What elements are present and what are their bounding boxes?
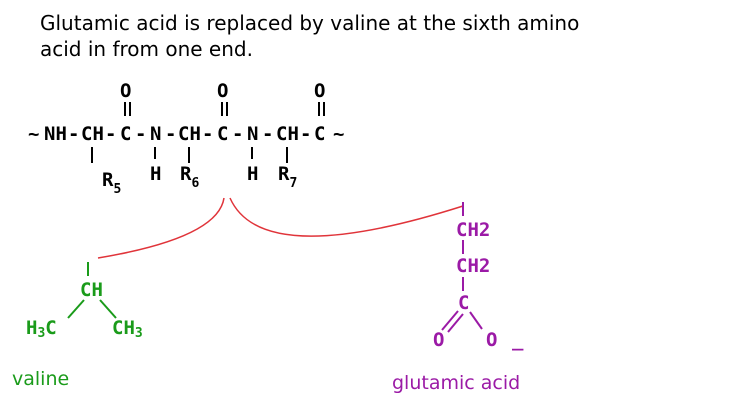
bond-vertical [286,147,288,163]
glutamic-acid-side-chain: CH2 CH2 C O O _ glutamic acid [392,202,524,393]
atom-c-1: C [120,123,131,145]
atom-c-2: C [217,123,228,145]
tilde-left: ~ [28,123,39,145]
double-bond-right [226,102,228,116]
r-group-6: R6 [180,163,199,191]
caption-line-2: acid in from one end. [40,37,253,61]
bond-vertical [87,262,89,276]
group-ch3: CH3 [112,317,143,341]
arc-to-valine [97,197,225,259]
atom-o-right: O [486,329,497,351]
bond-dash: - [300,123,311,145]
bond-vertical [462,240,464,254]
caption: Glutamic acid is replaced by valine at t… [40,10,730,62]
double-bond-b [447,313,464,333]
bond-dash: - [262,123,273,145]
caption-line-1: Glutamic acid is replaced by valine at t… [40,11,580,35]
atom-ch2-top: CH2 [456,219,490,241]
bond-diagonal-left [67,299,85,319]
r-group-7: R7 [278,163,297,191]
double-bond-a [441,310,459,331]
bond-diagonal-right [99,299,117,319]
double-bond-right [323,102,325,116]
atom-ch-2: CH [178,123,201,145]
atom-ch-3: CH [276,123,299,145]
double-bond-left [318,102,320,116]
r-group-5: R5 [102,169,121,197]
bond-vertical [188,147,190,163]
peptide-backbone: ~ NH - CH - C - N - CH - C - N - CH - C … [28,80,344,197]
atom-c: C [458,292,469,314]
bond-dash: - [202,123,213,145]
atom-o-3: O [314,80,325,102]
atom-ch: CH [80,279,103,301]
atom-h-2: H [247,163,258,185]
glutamic-acid-label: glutamic acid [392,372,520,393]
bond-vertical [462,202,464,216]
valine-label: valine [12,368,69,390]
bond-vertical [91,147,93,163]
valine-side-chain: CH H3C CH3 valine [12,262,143,390]
atom-n-2: N [247,123,258,145]
bond-vertical [251,147,253,159]
atom-n-1: N [150,123,161,145]
atom-ch-1: CH [81,123,104,145]
atom-ch2-middle: CH2 [456,255,490,277]
atom-o-2: O [217,80,228,102]
bond-vertical [462,277,464,291]
atom-o-left: O [433,329,444,351]
arc-to-glutamic-acid [229,197,464,237]
tilde-right: ~ [333,123,344,145]
connector-arcs [97,197,464,259]
bond-dash: - [135,123,146,145]
negative-charge: _ [512,329,524,351]
single-bond [469,311,483,330]
atom-c-3: C [314,123,325,145]
bond-dash: - [68,123,79,145]
double-bond-left [221,102,223,116]
bond-vertical [154,147,156,159]
double-bond-right [129,102,131,116]
group-h3c: H3C [26,317,57,341]
bond-dash: - [232,123,243,145]
bond-dash: - [165,123,176,145]
atom-h-1: H [150,163,161,185]
double-bond-left [124,102,126,116]
atom-nh: NH [44,123,67,145]
bond-dash: - [105,123,116,145]
atom-o-1: O [120,80,131,102]
